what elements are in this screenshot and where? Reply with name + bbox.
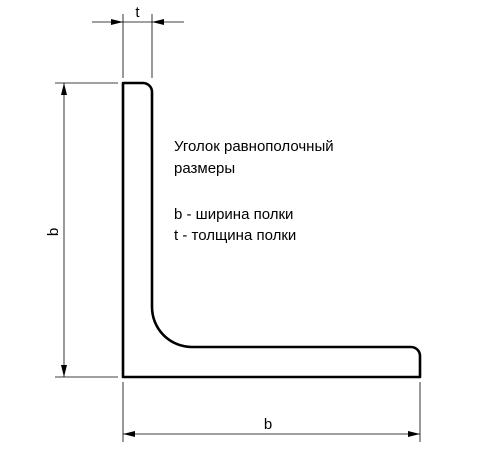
width-arrow-right bbox=[408, 431, 420, 437]
angle-profile-outline bbox=[121, 81, 422, 379]
legend-thickness: t - толщина полки bbox=[174, 227, 296, 244]
thickness-arrow-right bbox=[152, 19, 164, 25]
thickness-label: t bbox=[135, 4, 140, 21]
description-title-line1: Уголок равнополочный bbox=[174, 138, 334, 155]
width-dimension: b bbox=[122, 382, 421, 442]
height-arrow-bottom bbox=[61, 365, 67, 377]
thickness-arrow-left bbox=[111, 19, 123, 25]
description-block: Уголок равнополочный размеры b - ширина … bbox=[174, 138, 334, 244]
height-dimension: b bbox=[45, 82, 118, 378]
height-arrow-top bbox=[61, 83, 67, 95]
description-title-line2: размеры bbox=[174, 160, 235, 177]
thickness-dimension: t bbox=[92, 4, 184, 78]
width-arrow-left bbox=[123, 431, 135, 437]
width-label: b bbox=[264, 416, 272, 433]
legend-width: b - ширина полки bbox=[174, 206, 293, 223]
height-label: b bbox=[45, 228, 62, 236]
